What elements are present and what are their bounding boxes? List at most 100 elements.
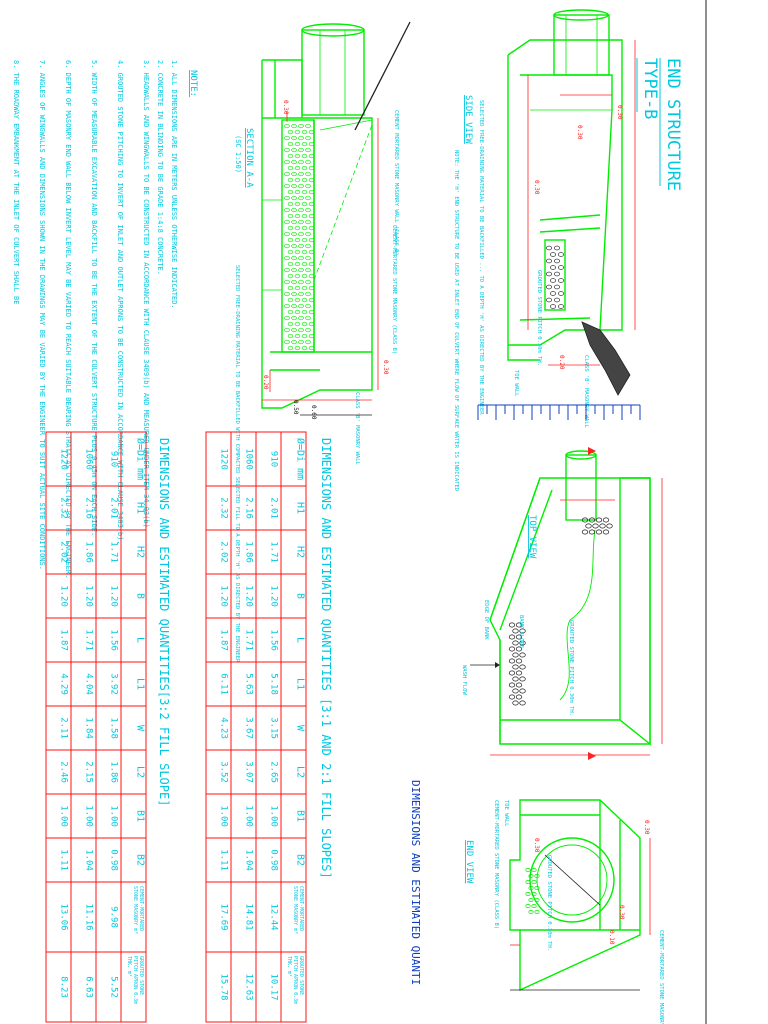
table-cell: 1220 bbox=[219, 448, 229, 470]
table-header-cell: H1 bbox=[295, 502, 306, 514]
table-header-cell: H1 bbox=[135, 502, 146, 514]
note-1: 1. ALL DIMENSIONS ARE IN METERS UNLESS O… bbox=[170, 60, 178, 309]
side-note: NOTE: THE 'H' END STRUCTURE TO BE USED A… bbox=[453, 150, 459, 491]
table-cell: 1.20 bbox=[219, 585, 229, 607]
side-dim-030b: 0.30 bbox=[576, 125, 583, 140]
note-4: 4. GROUTED STONE PITCHING TO INVERT OF I… bbox=[116, 60, 124, 545]
table-header-cell: B2 bbox=[135, 854, 146, 866]
table-cell: 1.11 bbox=[59, 849, 69, 871]
table-cell: 1.71 bbox=[109, 541, 119, 563]
table-cell: 2.01 bbox=[109, 497, 119, 519]
table-cell: 1.00 bbox=[59, 805, 69, 827]
table-header-cell: Ø=Di mm bbox=[295, 438, 307, 480]
table-cell: 1.71 bbox=[269, 541, 279, 563]
label-backfill: SELECTED FREE-DRAINING MATERIAL TO BE BA… bbox=[234, 265, 240, 663]
table-cell: 6.63 bbox=[84, 976, 94, 998]
table-cell: 0.98 bbox=[109, 849, 119, 871]
notes-block: NOTE: 1. ALL DIMENSIONS ARE IN METERS UN… bbox=[12, 60, 198, 578]
end-view-title: END VIEW bbox=[464, 840, 474, 884]
table-cell: 2.32 bbox=[219, 497, 229, 519]
top-section-markers bbox=[588, 447, 596, 760]
table-cell: 2.16 bbox=[244, 497, 254, 519]
end-cement-masonry: CEMENT-MORTARED STONE MASONRY (CLASS B) bbox=[493, 800, 499, 929]
table-cell: 1.11 bbox=[219, 849, 229, 871]
end-grouted: GROUTED STONE PITCH 0.30m TH. bbox=[546, 855, 552, 951]
table-cell: 1.87 bbox=[59, 629, 69, 651]
side-dim-030: 0.30 bbox=[616, 105, 623, 120]
table-cell: 2.15 bbox=[84, 761, 94, 783]
side-gravel bbox=[546, 245, 564, 309]
table-cell: 14.81 bbox=[244, 904, 254, 931]
side-backfill: SELECTED FREE-DRAINING MATERIAL TO BE BA… bbox=[478, 100, 484, 415]
table-cell: 1060 bbox=[84, 448, 94, 470]
table-cell: 1.86 bbox=[244, 541, 254, 563]
table-header-cell: B1 bbox=[295, 810, 306, 822]
table-cell: 1.86 bbox=[109, 761, 119, 783]
top-wash-flow: WASH FLOW bbox=[461, 665, 467, 695]
end-gravel bbox=[525, 867, 540, 914]
table-cell: 1.20 bbox=[109, 585, 119, 607]
table-cell: 10.17 bbox=[269, 974, 279, 1001]
end-dim-010: 0.10 bbox=[608, 930, 615, 945]
table-cell: 1.20 bbox=[59, 585, 69, 607]
table-cell: 2.46 bbox=[59, 761, 69, 783]
table-cell: 1.04 bbox=[244, 849, 254, 871]
table-header-cell: GROUTED STONEPITCH APRON 0.3mTHK. m² bbox=[286, 956, 304, 1004]
dim-030b: 0.30 bbox=[382, 360, 389, 375]
table-cell: 12.44 bbox=[269, 904, 279, 931]
top-grouted: GROUTED STONE PITCH 0.30m TH. bbox=[568, 620, 574, 716]
table-header-cell: B bbox=[295, 593, 306, 599]
table-cell: 1.04 bbox=[84, 849, 94, 871]
table-header-cell: W bbox=[135, 725, 146, 732]
table-cell: 1.56 bbox=[109, 629, 119, 651]
table-cell: 2.32 bbox=[59, 497, 69, 519]
note-5: 5. WIDTH OF MEASURABLE EXCAVATION AND BA… bbox=[90, 60, 98, 536]
section-gravel bbox=[284, 123, 315, 351]
table-cell: 1.00 bbox=[269, 805, 279, 827]
end-view bbox=[509, 799, 641, 992]
section-dims bbox=[262, 112, 379, 416]
table-cell: 0.98 bbox=[269, 849, 279, 871]
table-cell: 1.00 bbox=[109, 805, 119, 827]
section-scale: (SC 1:50) bbox=[234, 135, 242, 173]
drawing-type: TYPE-B bbox=[640, 58, 660, 119]
note-2: 2. CONCRETE IN BLINDING TO BE GRADE 1:4:… bbox=[156, 60, 164, 275]
table-cell: 1.56 bbox=[269, 629, 279, 651]
table-3-1-fill-slopes: DIMENSIONS AND ESTIMATED QUANTITIES [3:1… bbox=[205, 431, 333, 1023]
table-cell: 3.07 bbox=[244, 761, 254, 783]
table1-title: DIMENSIONS AND ESTIMATED QUANTITIES [3:1… bbox=[319, 438, 333, 879]
table-cell: 1.00 bbox=[244, 805, 254, 827]
notes-heading: NOTE: bbox=[188, 70, 198, 97]
table-header-cell: L bbox=[135, 637, 146, 643]
table-cell: 1.86 bbox=[84, 541, 94, 563]
table-cell: 8.23 bbox=[59, 976, 69, 998]
end-dims bbox=[510, 838, 651, 991]
table-cell: 3.92 bbox=[109, 673, 119, 695]
table-cell: 1.20 bbox=[84, 585, 94, 607]
table-cell: 1060 bbox=[244, 448, 254, 470]
side-dims bbox=[527, 40, 636, 366]
table-header-cell: H2 bbox=[295, 546, 306, 558]
note-7: 7. ANGLES OF WINGWALLS AND DIMENSIONS SH… bbox=[38, 60, 46, 570]
end-dim-030b: 0.30 bbox=[533, 838, 540, 853]
table-cell: 2.02 bbox=[59, 541, 69, 563]
table-header-cell: H2 bbox=[135, 546, 146, 558]
table-cell: 4.23 bbox=[219, 717, 229, 739]
table-cell: 3.67 bbox=[244, 717, 254, 739]
table-cell: 1.87 bbox=[219, 629, 229, 651]
dim-060: 0.60 bbox=[310, 405, 317, 420]
table-header-cell: B1 bbox=[135, 810, 146, 822]
section-title: SECTION A-A bbox=[244, 128, 254, 188]
table-cell: 910 bbox=[109, 451, 119, 467]
table-cell: 910 bbox=[269, 451, 279, 467]
top-dims bbox=[490, 478, 663, 756]
table2-title: DIMENSIONS AND ESTIMATED QUANTITIES[3:2 … bbox=[157, 438, 171, 806]
table-cell: 1.84 bbox=[84, 717, 94, 739]
table-cell: 4.04 bbox=[84, 673, 94, 695]
table-cell: 1.20 bbox=[244, 585, 254, 607]
table-cell: 6.11 bbox=[219, 673, 229, 695]
end-toe-wall: TOE WALL bbox=[503, 800, 509, 827]
table-cell: 1.71 bbox=[244, 629, 254, 651]
table-cell: 5.52 bbox=[109, 976, 119, 998]
